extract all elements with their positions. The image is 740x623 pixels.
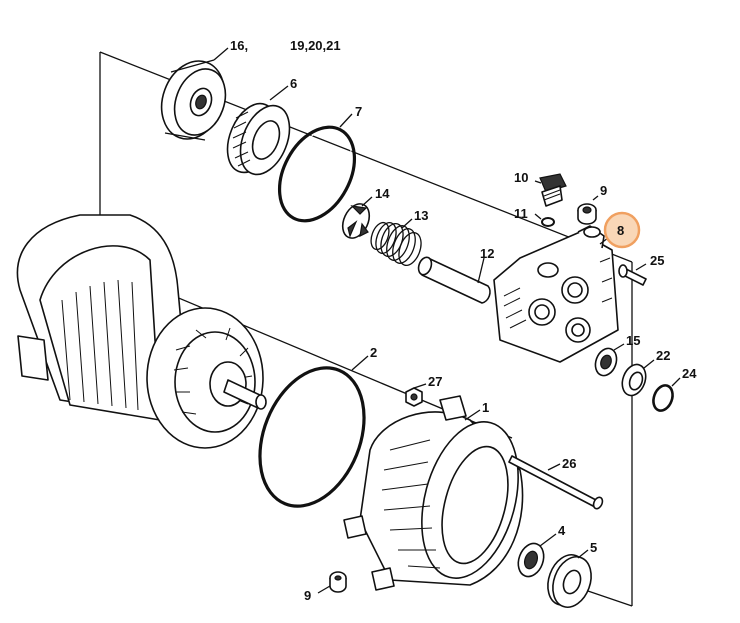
part-27-nut <box>405 387 423 407</box>
callout-27: 27 <box>428 374 442 389</box>
callout-10: 10 <box>514 170 528 185</box>
part-1-housing <box>343 395 524 591</box>
callout-6: 6 <box>290 76 297 91</box>
callout-2: 2 <box>370 345 377 360</box>
callout-9-bottom: 9 <box>304 588 311 603</box>
callout-4: 4 <box>558 523 566 538</box>
callout-19-20-21: 19,20,21 <box>290 38 341 53</box>
callout-9-top: 9 <box>600 183 607 198</box>
callout-25: 25 <box>650 253 664 268</box>
callout-11: 11 <box>514 206 528 221</box>
part-24-o-ring <box>652 384 674 412</box>
highlight-circle-part-8 <box>603 211 641 249</box>
callout-24: 24 <box>682 366 697 381</box>
part-16-disk <box>160 59 227 141</box>
part-26-long-bolt <box>508 455 604 510</box>
callout-5: 5 <box>590 540 597 555</box>
callout-13: 13 <box>414 208 428 223</box>
part-4-seal <box>517 542 545 578</box>
callout-7: 7 <box>355 104 362 119</box>
part-8-pump-head <box>493 225 619 363</box>
callout-labels: 16, 19,20,21 6 7 14 13 12 10 9 11 8 25 1… <box>230 38 697 603</box>
callout-16: 16, <box>230 38 248 53</box>
callout-12: 12 <box>480 246 494 261</box>
callout-14: 14 <box>375 186 390 201</box>
part-7-o-ring <box>277 125 357 223</box>
part-11-o-ring <box>541 217 555 227</box>
callout-15: 15 <box>626 333 640 348</box>
part-2-o-ring <box>258 366 366 508</box>
part-15-seal <box>594 347 618 377</box>
part-6-bearing <box>226 102 291 176</box>
part-14-valve-plate <box>341 203 371 239</box>
part-10-cap <box>539 173 567 207</box>
part-13-spring <box>370 221 422 266</box>
part-9-plug-top <box>577 203 597 225</box>
part-22-ring <box>621 363 647 397</box>
callout-8: 8 <box>617 223 624 238</box>
electric-motor <box>16 214 267 449</box>
part-9-plug-bottom <box>329 571 347 593</box>
part-12-piston <box>417 256 491 304</box>
part-25-bolt <box>618 264 647 286</box>
part-5-bearing <box>547 554 592 608</box>
callout-26: 26 <box>562 456 576 471</box>
callout-22: 22 <box>656 348 670 363</box>
callout-1: 1 <box>482 400 489 415</box>
